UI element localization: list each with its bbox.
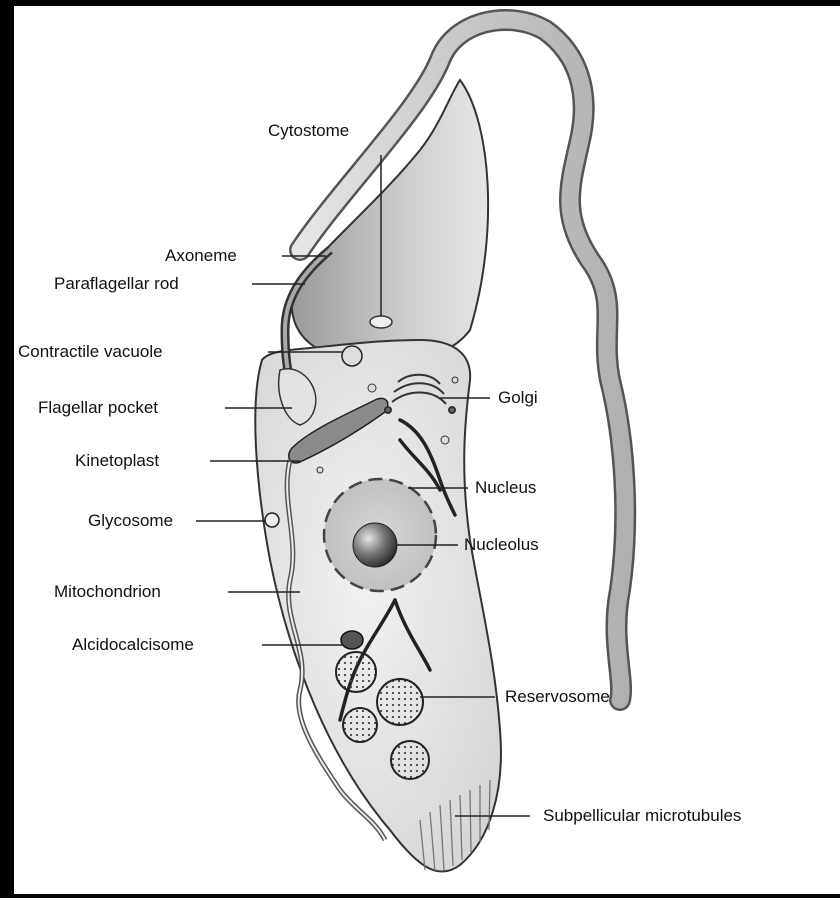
- alcidocalcisome: [341, 631, 363, 649]
- label-nucleolus: Nucleolus: [464, 535, 539, 555]
- label-glycosome: Glycosome: [88, 511, 173, 531]
- label-contractile-vacuole: Contractile vacuole: [18, 342, 163, 362]
- label-paraflagellar-rod: Paraflagellar rod: [54, 274, 179, 294]
- cytostome: [370, 316, 392, 328]
- label-subpellicular-microtubules: Subpellicular microtubules: [543, 806, 741, 826]
- nucleolus: [353, 523, 397, 567]
- glycosome: [265, 513, 279, 527]
- label-axoneme: Axoneme: [165, 246, 237, 266]
- contractile-vacuole: [342, 346, 362, 366]
- label-alcidocalcisome: Alcidocalcisome: [72, 635, 194, 655]
- label-kinetoplast: Kinetoplast: [75, 451, 159, 471]
- label-cytostome: Cytostome: [268, 121, 349, 141]
- label-nucleus: Nucleus: [475, 478, 536, 498]
- label-golgi: Golgi: [498, 388, 538, 408]
- label-reservosome: Reservosome: [505, 687, 610, 707]
- label-mitochondrion: Mitochondrion: [54, 582, 161, 602]
- label-flagellar-pocket: Flagellar pocket: [38, 398, 158, 418]
